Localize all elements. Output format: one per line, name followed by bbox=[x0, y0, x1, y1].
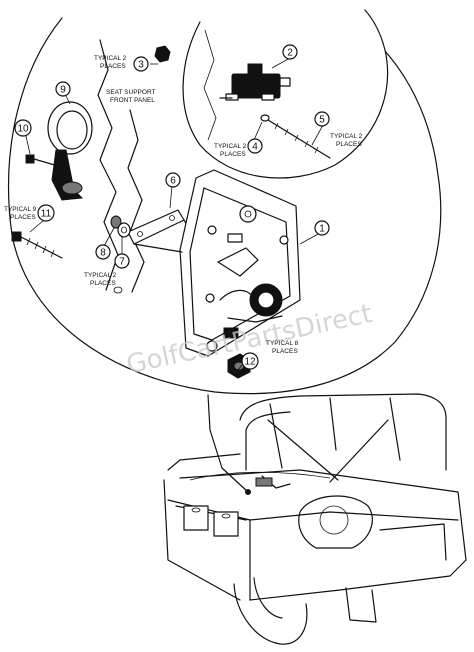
svg-text:7: 7 bbox=[119, 257, 125, 268]
svg-text:PLACES: PLACES bbox=[100, 63, 126, 70]
switch-screw bbox=[267, 119, 331, 159]
note-typical-11: TYPICAL 9 PLACES bbox=[4, 206, 37, 221]
note-typical-12: TYPICAL 8 PLACES bbox=[266, 340, 299, 355]
control-box bbox=[133, 169, 301, 357]
callout-11: 11 bbox=[37, 204, 55, 222]
callout-6: 6 bbox=[165, 172, 181, 188]
accelerator-pedal bbox=[47, 101, 93, 201]
callout-10: 10 bbox=[14, 119, 32, 137]
note-typical-5: TYPICAL 2 PLACES bbox=[330, 133, 363, 148]
svg-text:FRONT PANEL: FRONT PANEL bbox=[110, 97, 155, 104]
svg-text:12: 12 bbox=[244, 357, 256, 368]
note-seat-support: SEAT SUPPORT FRONT PANEL bbox=[106, 89, 156, 104]
note-typical-3: TYPICAL 2 PLACES bbox=[94, 55, 127, 70]
long-bolt bbox=[11, 231, 63, 259]
svg-text:TYPICAL 2: TYPICAL 2 bbox=[94, 55, 127, 62]
inset-circle bbox=[182, 9, 389, 179]
svg-text:PLACES: PLACES bbox=[272, 348, 298, 355]
note-typical-7: TYPICAL 2 PLACES bbox=[84, 272, 117, 287]
svg-text:5: 5 bbox=[319, 115, 325, 126]
seat-support-panel bbox=[97, 29, 217, 293]
svg-text:PLACES: PLACES bbox=[90, 280, 116, 287]
washers bbox=[110, 215, 131, 294]
callout-9: 9 bbox=[55, 81, 71, 97]
callout-12: 12 bbox=[241, 352, 259, 370]
svg-text:TYPICAL 8: TYPICAL 8 bbox=[266, 340, 299, 347]
svg-text:8: 8 bbox=[100, 248, 106, 259]
svg-text:TYPICAL 2: TYPICAL 2 bbox=[330, 133, 363, 140]
callout-5: 5 bbox=[314, 111, 330, 127]
lock-washer bbox=[260, 114, 270, 122]
svg-text:9: 9 bbox=[60, 85, 66, 96]
golf-cart-rear bbox=[163, 393, 467, 645]
svg-text:1: 1 bbox=[319, 224, 325, 235]
svg-text:6: 6 bbox=[170, 176, 176, 187]
svg-text:TYPICAL 9: TYPICAL 9 bbox=[4, 206, 37, 213]
svg-text:3: 3 bbox=[138, 60, 144, 71]
callout-8: 8 bbox=[95, 244, 111, 260]
svg-text:PLACES: PLACES bbox=[10, 214, 36, 221]
note-typical-4: TYPICAL 2 PLACES bbox=[214, 143, 247, 158]
hex-nut-top bbox=[154, 45, 171, 63]
svg-text:TYPICAL 2: TYPICAL 2 bbox=[84, 272, 117, 279]
pedal-bolt bbox=[25, 154, 59, 167]
callout-1: 1 bbox=[314, 220, 330, 236]
svg-text:PLACES: PLACES bbox=[220, 151, 246, 158]
svg-text:SEAT SUPPORT: SEAT SUPPORT bbox=[106, 89, 156, 96]
callout-2: 2 bbox=[282, 44, 298, 60]
svg-text:2: 2 bbox=[287, 48, 293, 59]
svg-text:PLACES: PLACES bbox=[336, 141, 362, 148]
svg-text:11: 11 bbox=[41, 209, 52, 220]
callout-3: 3 bbox=[133, 56, 149, 72]
detail-leader-line bbox=[207, 394, 249, 493]
callout-7: 7 bbox=[114, 253, 130, 269]
svg-text:TYPICAL 2: TYPICAL 2 bbox=[214, 143, 247, 150]
callout-4: 4 bbox=[247, 138, 263, 154]
detail-circle bbox=[7, 17, 442, 395]
svg-text:10: 10 bbox=[17, 124, 29, 135]
svg-text:4: 4 bbox=[252, 142, 258, 153]
detail-leader-dot bbox=[245, 489, 251, 495]
micro-switch bbox=[219, 63, 291, 101]
